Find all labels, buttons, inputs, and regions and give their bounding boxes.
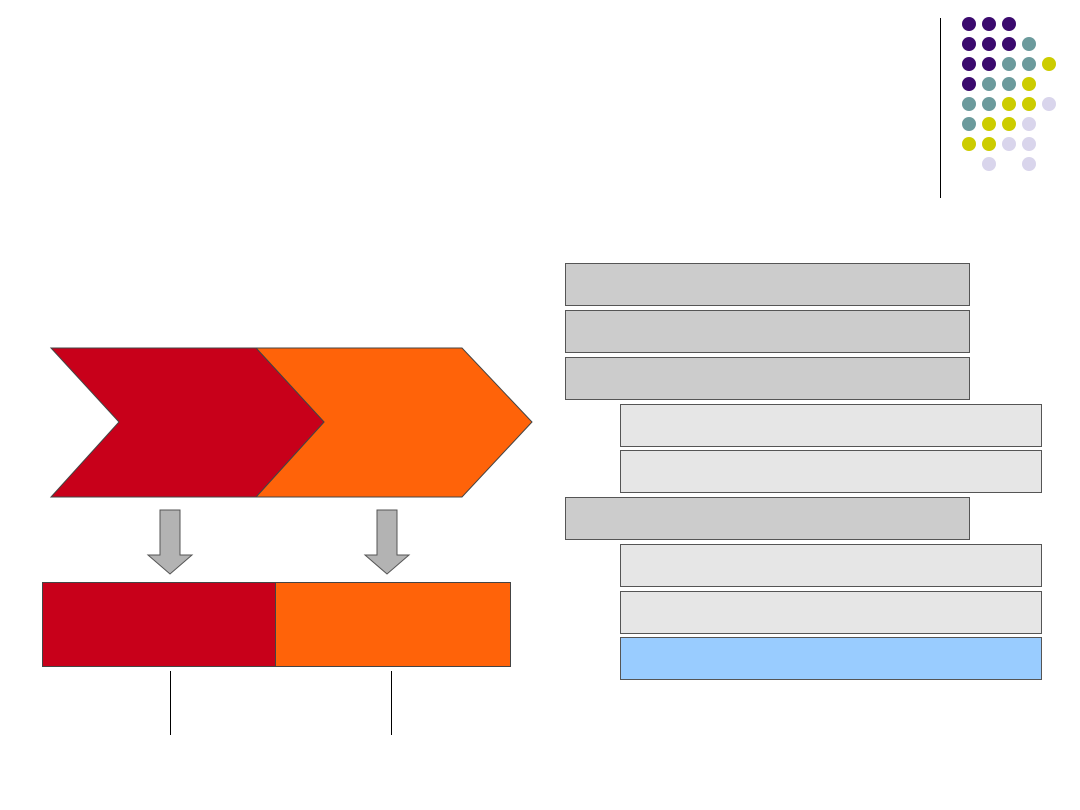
outline-item-level-1 xyxy=(565,497,970,540)
outline-item-level-2 xyxy=(620,450,1042,493)
outline-item-level-2 xyxy=(620,591,1042,634)
decorative-dot xyxy=(1022,97,1036,111)
decorative-dot xyxy=(1002,97,1016,111)
decorative-dot xyxy=(1022,77,1036,91)
decorative-dot xyxy=(1002,117,1016,131)
decorative-dot xyxy=(962,57,976,71)
decorative-dot xyxy=(982,97,996,111)
decorative-dot xyxy=(982,57,996,71)
decorative-dot xyxy=(1022,57,1036,71)
decorative-dot xyxy=(1022,157,1036,171)
outline-item-level-2 xyxy=(620,544,1042,587)
decorative-dot xyxy=(962,17,976,31)
decorative-dot xyxy=(1022,137,1036,151)
outline-item-level-1 xyxy=(565,310,970,353)
decorative-dot xyxy=(982,77,996,91)
down-arrow-icon xyxy=(146,509,194,575)
process-step-1-chevron xyxy=(49,347,325,498)
decorative-dot xyxy=(1002,37,1016,51)
decorative-dot xyxy=(982,17,996,31)
decorative-dot xyxy=(1002,57,1016,71)
decorative-dot xyxy=(962,37,976,51)
decorative-dot xyxy=(982,157,996,171)
decorative-dot xyxy=(982,117,996,131)
down-arrow-icon xyxy=(363,509,411,575)
decorative-dot xyxy=(1042,57,1056,71)
decorative-dot xyxy=(1022,117,1036,131)
decorative-dot xyxy=(1022,37,1036,51)
decorative-dot xyxy=(962,137,976,151)
decorative-dot xyxy=(982,137,996,151)
outline-item-level-2 xyxy=(620,637,1042,680)
outline-item-level-1 xyxy=(565,357,970,400)
result-box-right xyxy=(276,582,511,667)
decorative-dot xyxy=(962,97,976,111)
decorative-dot xyxy=(962,77,976,91)
decorative-dot xyxy=(1042,97,1056,111)
leader-line-right xyxy=(391,671,392,735)
decorative-dot-grid xyxy=(958,14,1058,179)
process-chevron-diagram xyxy=(49,347,533,498)
leader-line-left xyxy=(170,671,171,735)
result-box-left xyxy=(42,582,276,667)
decorative-dot xyxy=(1002,137,1016,151)
decorative-dot xyxy=(962,117,976,131)
outline-item-level-2 xyxy=(620,404,1042,447)
decorative-dot xyxy=(1002,17,1016,31)
decorative-dot xyxy=(1002,77,1016,91)
header-divider-line xyxy=(940,18,941,198)
decorative-dot xyxy=(982,37,996,51)
outline-item-level-1 xyxy=(565,263,970,306)
